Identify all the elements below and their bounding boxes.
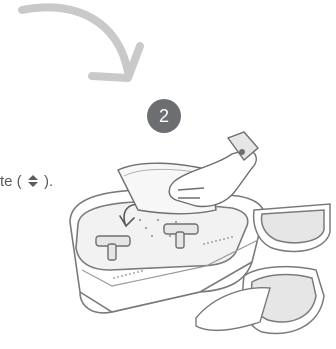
caption-text-before: te ( <box>0 173 22 190</box>
caption-text-after: ). <box>44 173 53 190</box>
bowl-upper <box>254 204 330 251</box>
step-number: 2 <box>159 106 169 127</box>
curved-arrow-icon <box>22 8 140 78</box>
step-number-badge: 2 <box>147 99 181 133</box>
instruction-caption: te ( ). <box>0 172 53 192</box>
up-down-triangle-icon <box>26 174 40 188</box>
